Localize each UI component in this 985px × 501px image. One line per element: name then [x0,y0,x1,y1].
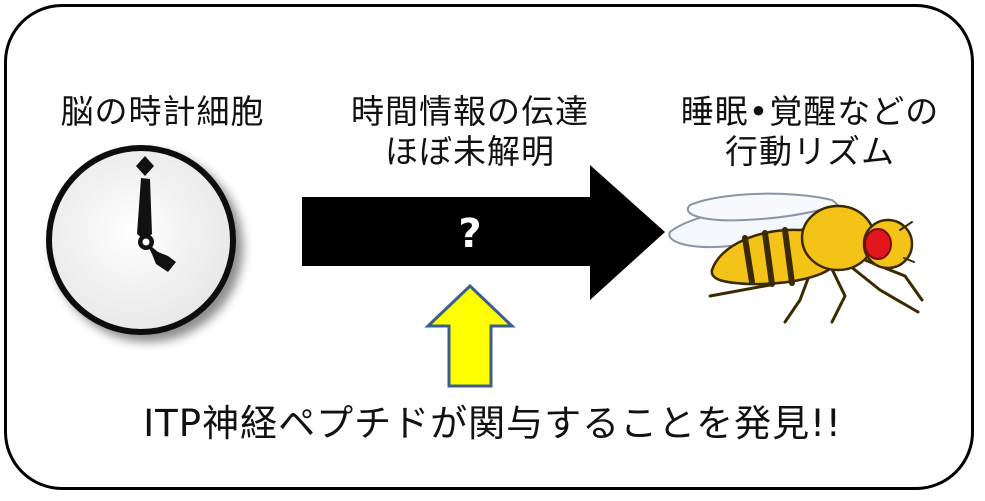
behavior-rhythm-label: 睡眠•覚醒などの 行動リズム [680,92,940,171]
transmission-arrow [302,165,665,300]
conclusion-text: ITP神経ペプチドが関与することを発見!! [143,402,842,445]
info-transmission-label: 時間情報の伝達 ほぼ未解明 [351,92,589,171]
unknown-mark: ? [458,211,481,257]
clock-hands [136,156,176,272]
fly-icon [668,192,924,324]
up-arrow-icon [424,283,516,388]
clock-cells-label: 脳の時計細胞 [60,92,265,131]
